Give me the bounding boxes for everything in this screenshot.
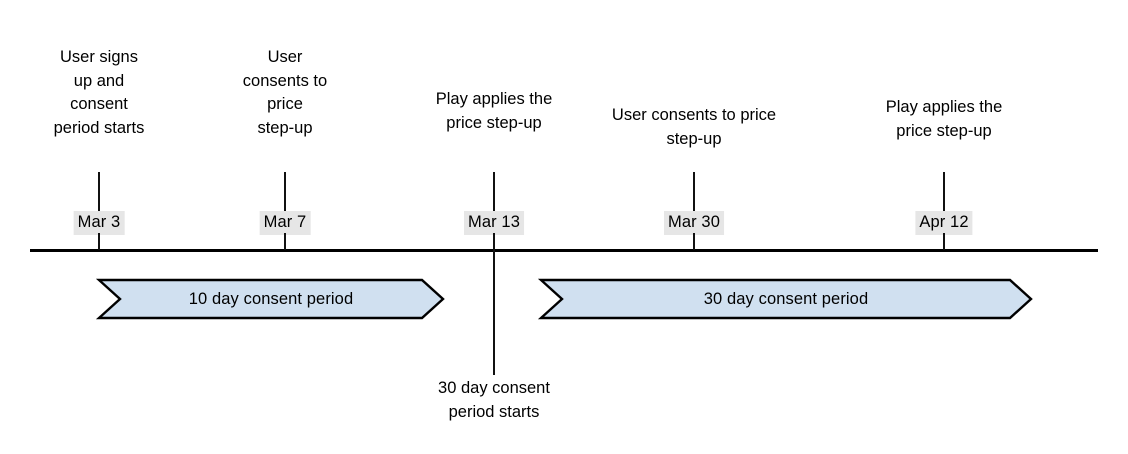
tick-below-mar-30 <box>693 233 696 250</box>
timeline-axis <box>30 249 1098 252</box>
date-chip-mar-3: Mar 3 <box>73 211 125 235</box>
event-caption-mar-30: User consents to price step-up <box>611 106 777 148</box>
tick-below-apr-12 <box>943 233 946 250</box>
tick-mar-7 <box>284 172 287 212</box>
event-caption-30-day-consent-period-starts: 30 day consent period starts <box>438 379 550 421</box>
date-chip-apr-12: Apr 12 <box>915 211 973 235</box>
tick-below-mar-13 <box>493 233 496 375</box>
consent-band-10-day: 10 day consent period <box>95 278 445 320</box>
consent-band-30-day: 30 day consent period <box>537 278 1033 320</box>
date-chip-mar-13: Mar 13 <box>464 211 524 235</box>
tick-mar-3 <box>98 172 101 212</box>
tick-mar-30 <box>693 172 696 212</box>
tick-below-mar-3 <box>98 233 101 250</box>
chevron-shape-10-day <box>95 278 445 320</box>
event-caption-apr-12: Play applies the price step-up <box>885 98 1003 140</box>
event-caption-mar-7: User consents to price step-up <box>242 48 328 137</box>
event-caption-mar-13: Play applies the price step-up <box>435 90 553 132</box>
tick-apr-12 <box>943 172 946 212</box>
date-chip-mar-30: Mar 30 <box>664 211 724 235</box>
chevron-shape-30-day <box>537 278 1033 320</box>
event-caption-mar-3: User signs up and consent period starts <box>53 48 145 137</box>
tick-below-mar-7 <box>284 233 287 250</box>
date-chip-mar-7: Mar 7 <box>259 211 311 235</box>
tick-mar-13 <box>493 172 496 212</box>
